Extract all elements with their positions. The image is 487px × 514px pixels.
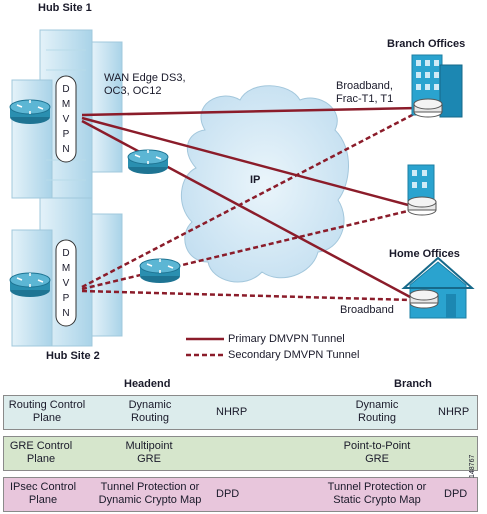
dmvpn-letter: N: [62, 144, 70, 155]
branch-cell: Point-to-Point GRE: [333, 440, 421, 466]
dmvpn-label-hub2: D M V P N: [56, 246, 76, 321]
row-label-line: Routing Control: [8, 399, 86, 411]
legend-secondary-label: Secondary DMVPN Tunnel: [228, 349, 360, 361]
primary-tunnels: [81, 106, 419, 300]
routing-control-plane-row: [3, 395, 478, 430]
ip-cloud-label: IP: [250, 174, 261, 186]
dmvpn-letter: M: [61, 99, 71, 110]
cell-line: Routing: [358, 412, 396, 424]
row-label-line: IPsec Control: [9, 481, 77, 493]
dmvpn-letter: P: [62, 129, 70, 140]
cell-line: Tunnel Protection or: [327, 481, 427, 493]
dmvpn-letter: P: [62, 293, 70, 304]
secondary-tunnels: [81, 110, 419, 302]
row-label-line: Plane: [32, 412, 62, 424]
ipsec-control-plane-row: [3, 477, 478, 512]
branch-office-building-icon: [411, 54, 463, 118]
hub-site-1-label: Hub Site 1: [38, 2, 92, 14]
gre-control-plane-row: [3, 436, 478, 471]
branch-link-line-1: Broadband,: [336, 80, 393, 92]
router-icon: [139, 258, 181, 283]
hub-site-2-label: Hub Site 2: [46, 350, 100, 362]
row-label-line: GRE Control: [9, 440, 73, 452]
branch-cell: Tunnel Protection or Static Crypto Map: [318, 481, 436, 507]
router-icon: [9, 99, 51, 124]
headend-cell: Dynamic Routing: [118, 399, 182, 425]
headend-cell: Tunnel Protection or Dynamic Crypto Map: [88, 481, 212, 507]
dmvpn-letter: D: [62, 84, 70, 95]
wan-edge-line-1: WAN Edge DS3,: [104, 72, 186, 84]
legend-primary-label: Primary DMVPN Tunnel: [228, 333, 345, 345]
cell-line: Dynamic: [355, 399, 399, 411]
headend-extra: DPD: [216, 488, 240, 500]
house-icon: [401, 256, 475, 319]
network-diagram: [9, 29, 475, 357]
cell-line: Tunnel Protection or: [100, 481, 200, 493]
headend-cell: Multipoint GRE: [116, 440, 182, 466]
router-icon: [407, 196, 437, 216]
dmvpn-label-hub1: D M V P N: [56, 82, 76, 157]
router-icon: [9, 272, 51, 297]
dmvpn-letter: V: [62, 114, 70, 125]
branch-header: Branch: [394, 378, 432, 390]
branch-link-line-2: Frac-T1, T1: [336, 93, 394, 105]
row-label: Routing Control Plane: [3, 399, 91, 425]
dmvpn-letter: M: [61, 263, 71, 274]
branch-extra: NHRP: [438, 406, 470, 418]
router-icon: [127, 149, 169, 174]
row-label: GRE Control Plane: [3, 440, 79, 466]
cell-line: Dynamic: [128, 399, 172, 411]
row-label-line: Plane: [26, 453, 56, 465]
dmvpn-letter: V: [62, 278, 70, 289]
branch-offices-label: Branch Offices: [387, 38, 466, 50]
dmvpn-letter: D: [62, 248, 70, 259]
headend-extra: NHRP: [216, 406, 248, 418]
cell-line: Routing: [131, 412, 169, 424]
figure-id: 148767: [469, 454, 476, 478]
router-icon: [409, 289, 439, 309]
branch-extra: DPD: [444, 488, 468, 500]
cell-line: Multipoint: [125, 440, 173, 452]
cell-line: GRE: [365, 453, 389, 465]
dmvpn-letter: N: [62, 308, 70, 319]
cell-line: Dynamic Crypto Map: [98, 494, 202, 506]
dmvpn-pill-hub1: [55, 75, 77, 163]
wan-edge-line-2: OC3, OC12: [104, 85, 162, 97]
home-link-label: Broadband: [340, 304, 394, 316]
home-offices-label: Home Offices: [389, 248, 460, 260]
row-label-line: Plane: [28, 494, 58, 506]
router-icon: [413, 98, 443, 118]
row-label: IPsec Control Plane: [3, 481, 83, 507]
cell-line: Static Crypto Map: [333, 494, 421, 506]
branch-cell: Dynamic Routing: [345, 399, 409, 425]
dmvpn-pill-hub2: [55, 239, 77, 327]
ip-cloud-icon: [180, 85, 349, 283]
cell-line: GRE: [137, 453, 161, 465]
cell-line: Point-to-Point: [343, 440, 411, 452]
headend-header: Headend: [124, 378, 171, 390]
